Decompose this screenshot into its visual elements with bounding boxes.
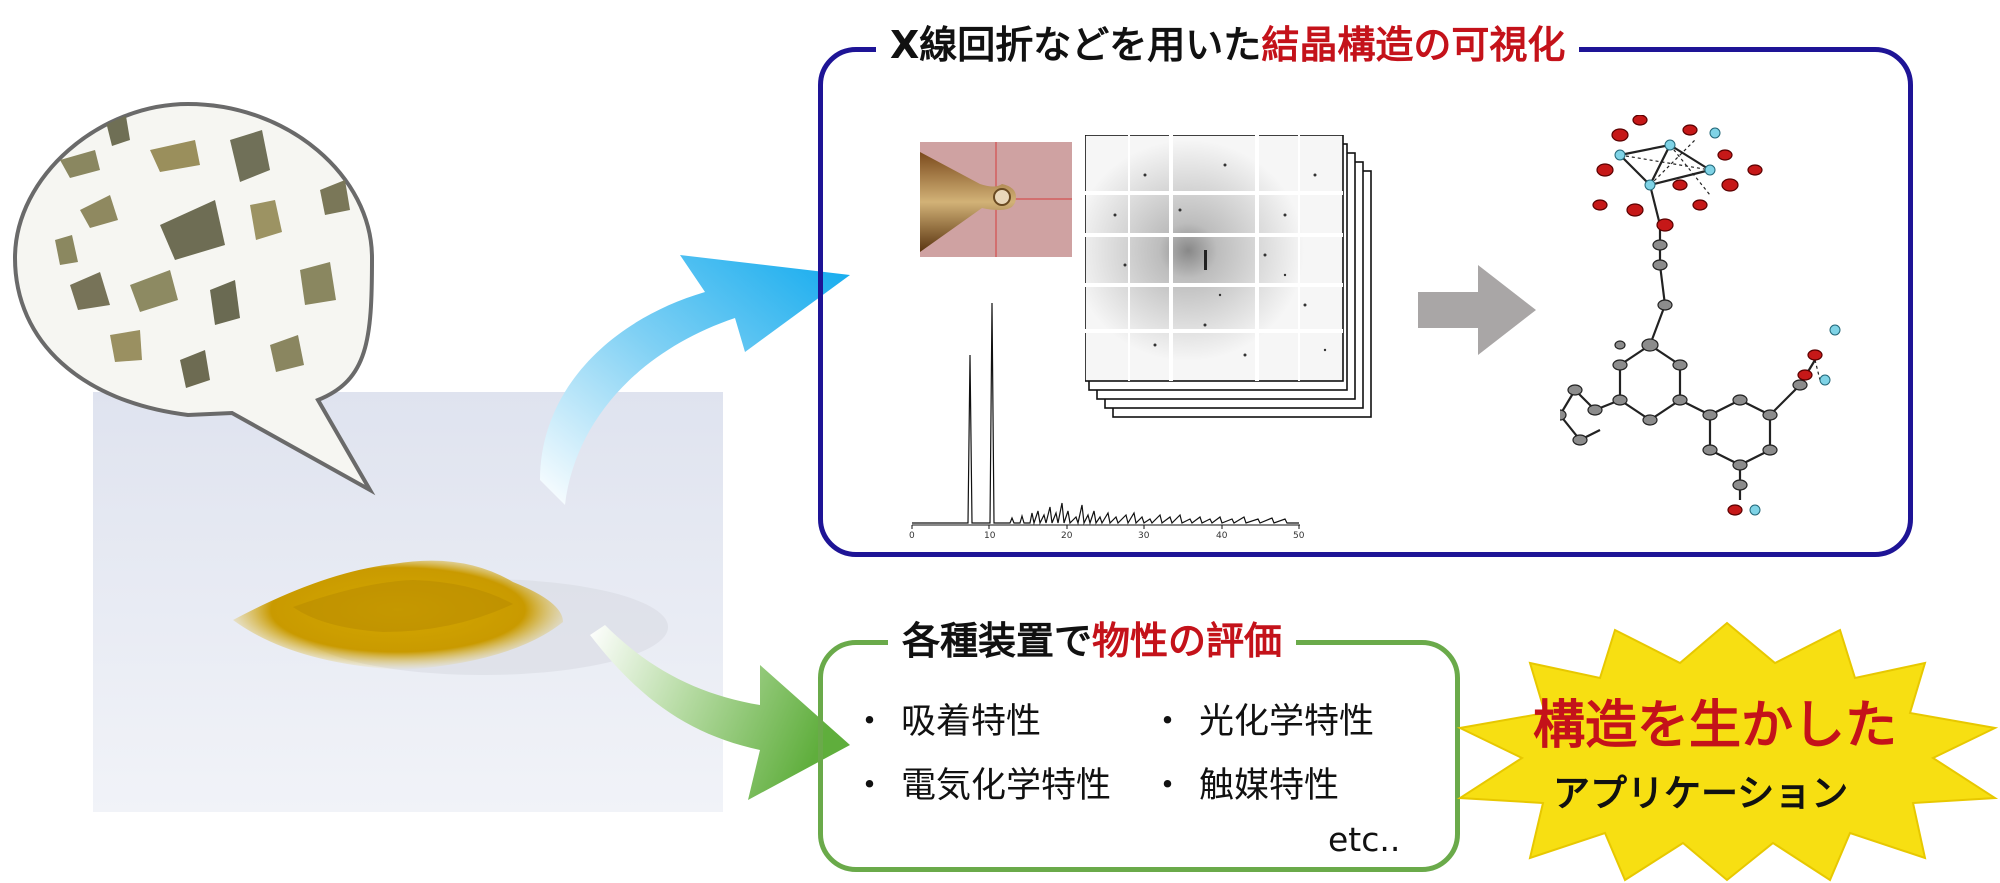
molecular-structure (1560, 115, 1841, 516)
crystal-structure-panel-title: X線回折などを用いた結晶構造の可視化 (876, 20, 1580, 70)
burst-sub-text: アプリケーション (1553, 772, 1849, 815)
list-item-label: 電気化学特性 (901, 766, 1112, 806)
gray-arrow (1418, 265, 1536, 355)
blue-arrow (540, 255, 850, 505)
crystals-closeup (55, 110, 350, 388)
list-item-label: 吸着特性 (901, 702, 1042, 742)
title-highlight: 結晶構造の可視化 (1261, 23, 1566, 67)
pxrd-tick-50: 50 (1293, 531, 1305, 541)
pxrd-tick-40: 40 (1216, 531, 1228, 541)
bullet-dot: ・ (852, 766, 888, 806)
bullet-dot: ・ (1150, 766, 1186, 806)
powder-photo-graphic (93, 392, 723, 812)
bottom-title-prefix: 各種装置で (902, 619, 1093, 663)
pxrd-tick-0: 0 (909, 531, 915, 541)
title-prefix: X線回折などを用いた (890, 23, 1262, 67)
pxrd-trace (912, 302, 1299, 526)
burst-main-text: 構造を生かした (1533, 696, 1898, 756)
diffraction-image-stack (1085, 135, 1372, 418)
pxrd-tick-10: 10 (984, 531, 996, 541)
bottom-title-highlight: 物性の評価 (1092, 619, 1283, 663)
list-item-adsorption: ・吸着特性 (852, 700, 1041, 744)
bullet-dot: ・ (1150, 702, 1186, 742)
application-burst (1456, 621, 1999, 882)
list-item-label: 触媒特性 (1199, 766, 1340, 806)
bullet-dot: ・ (852, 702, 888, 742)
green-arrow (590, 625, 850, 800)
list-item-label: 光化学特性 (1199, 702, 1375, 742)
pxrd-tick-30: 30 (1138, 531, 1150, 541)
pxrd-tick-20: 20 (1061, 531, 1073, 541)
pxrd-pattern (911, 302, 1300, 529)
list-item-photochemical: ・光化学特性 (1150, 700, 1374, 744)
etc-text: etc.. (1328, 820, 1401, 859)
powder-photo (93, 392, 723, 812)
property-evaluation-panel-title: 各種装置で物性の評価 (888, 616, 1297, 666)
list-item-catalytic: ・触媒特性 (1150, 764, 1339, 808)
list-item-electrochemical: ・電気化学特性 (852, 764, 1111, 808)
mounted-crystal-image (920, 142, 1072, 257)
